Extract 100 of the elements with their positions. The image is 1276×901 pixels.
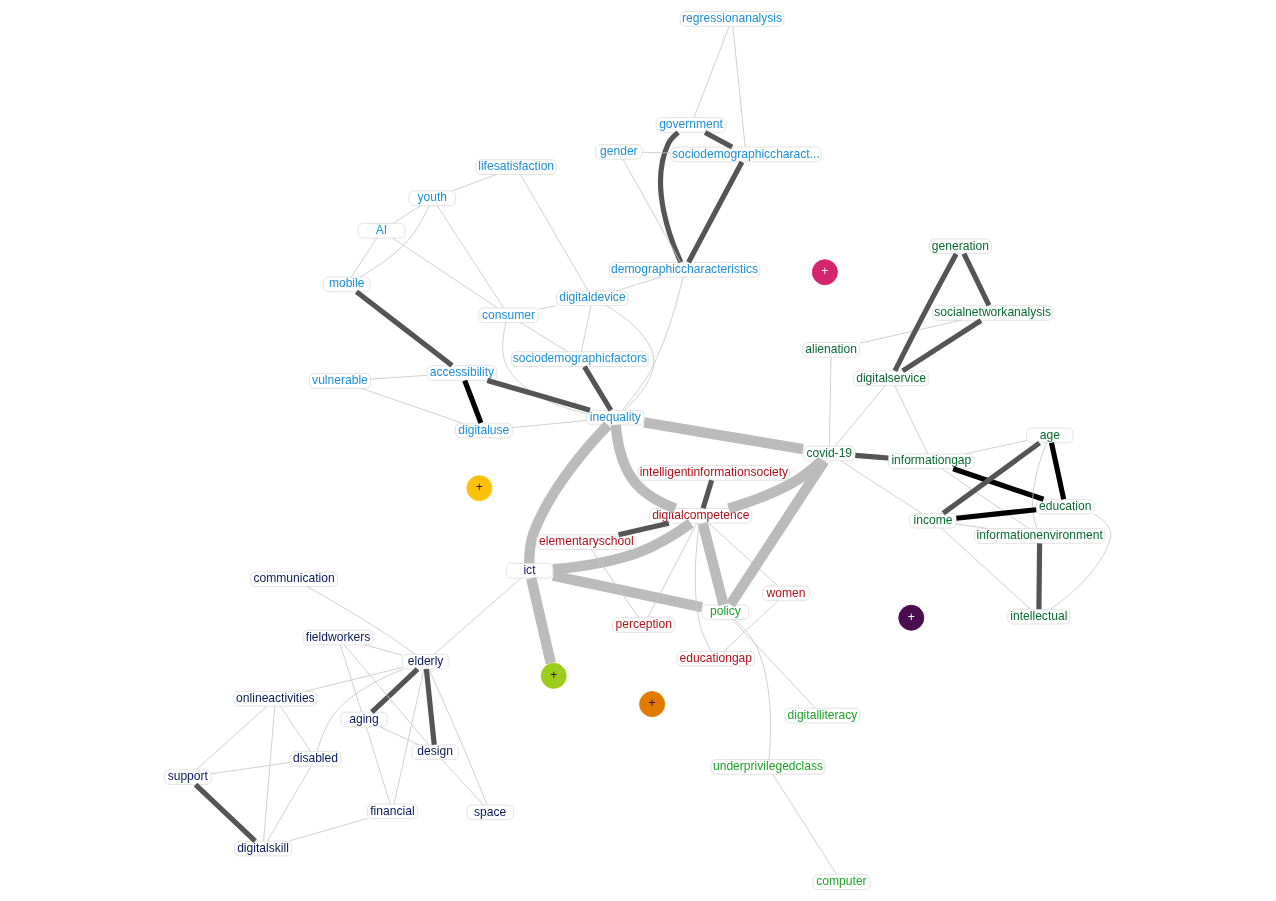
- node-box: digitalskill: [233, 840, 292, 857]
- connector: [657, 130, 683, 264]
- node-box: education: [1035, 498, 1095, 515]
- node-box: youth: [408, 190, 456, 206]
- connector: [359, 205, 430, 278]
- connector: [436, 205, 504, 309]
- node-box: sociodemographicfactors: [510, 351, 649, 367]
- connector: [964, 440, 1027, 455]
- connector: [195, 705, 268, 771]
- connector: [703, 130, 733, 150]
- connector: [486, 377, 591, 413]
- node-box: AI: [357, 222, 405, 239]
- node-box: lifesatisfaction: [475, 159, 557, 175]
- node-box: inequality: [585, 409, 644, 426]
- connector: [392, 205, 421, 224]
- node-circle: +: [897, 604, 924, 631]
- connector: [725, 458, 829, 608]
- connector: [1031, 442, 1047, 529]
- node-box: ict: [505, 562, 553, 579]
- connector: [961, 252, 991, 307]
- connector: [617, 520, 669, 538]
- connector: [511, 420, 587, 429]
- connector: [440, 759, 484, 806]
- connector: [615, 276, 661, 292]
- connector: [316, 668, 404, 752]
- connector: [379, 726, 419, 746]
- node-box: support: [163, 769, 212, 785]
- connector: [900, 318, 982, 374]
- connector: [552, 519, 694, 575]
- node-box: mobile: [322, 276, 370, 293]
- connector: [697, 522, 728, 606]
- connector: [771, 773, 837, 875]
- connector: [501, 322, 587, 414]
- connector: [700, 479, 714, 510]
- connector: [279, 705, 311, 752]
- node-box: intelligentinformationsociety: [637, 465, 790, 481]
- connector: [839, 460, 922, 514]
- connector: [641, 151, 671, 154]
- connector: [262, 705, 275, 842]
- connector: [423, 668, 437, 745]
- connector: [693, 26, 730, 118]
- node-box-text: socialnetworkanalysis: [931, 305, 1053, 321]
- connector: [590, 549, 639, 619]
- connector: [304, 667, 403, 692]
- connector: [433, 577, 521, 655]
- node-box: sociodemographiccharact...: [669, 146, 822, 163]
- connector: [951, 466, 1044, 502]
- node-box: alienation: [801, 342, 860, 358]
- node-box: regressionanalysis: [679, 11, 784, 27]
- connector: [581, 365, 613, 412]
- connector: [391, 237, 498, 309]
- connector: [731, 619, 816, 709]
- connector: [365, 726, 390, 805]
- connector: [525, 577, 556, 665]
- node-box: demographiccharacteristics: [608, 262, 760, 278]
- connector: [955, 523, 989, 529]
- node-box: women: [761, 585, 810, 602]
- node-box: income: [908, 512, 957, 529]
- node-circle: +: [540, 662, 567, 689]
- node-box: aging: [339, 711, 388, 728]
- connector: [685, 160, 744, 264]
- connector: [551, 570, 703, 613]
- node-box: elderly: [401, 653, 449, 670]
- connector: [350, 237, 377, 278]
- connector: [610, 424, 677, 514]
- node-box: underprivilegedclass: [710, 759, 825, 775]
- connector: [955, 507, 1036, 521]
- connector: [722, 600, 778, 652]
- node-box: educationgap: [676, 650, 755, 667]
- connector: [694, 523, 712, 652]
- node-box: generation: [928, 238, 992, 255]
- connector: [360, 388, 463, 424]
- connector: [519, 322, 568, 353]
- connector: [354, 289, 454, 368]
- connector: [428, 668, 488, 806]
- connector: [193, 782, 257, 843]
- connector: [1048, 442, 1066, 500]
- node-box: digitaluse: [454, 422, 513, 439]
- node-box: communication: [249, 571, 338, 588]
- connector: [537, 305, 557, 310]
- node-box: digitaldevice: [555, 290, 629, 307]
- node-box: covid-19: [802, 445, 856, 462]
- connector: [393, 668, 424, 805]
- connector: [523, 421, 612, 564]
- connector: [834, 385, 885, 447]
- connector: [731, 26, 746, 148]
- node-box: fieldworkers: [302, 629, 373, 646]
- connector: [854, 452, 889, 461]
- connector: [828, 356, 831, 447]
- connector: [892, 252, 958, 372]
- connector: [580, 305, 591, 353]
- node-box: onlineactivities: [233, 690, 317, 707]
- node-box: space: [465, 804, 514, 821]
- node-box: perception: [611, 617, 675, 633]
- node-box: computer: [812, 874, 870, 890]
- node-box: policy: [701, 604, 749, 620]
- node-box: digitalliteracy: [783, 707, 860, 724]
- node-circle: +: [638, 691, 665, 718]
- node-box: elementaryschool: [535, 534, 636, 550]
- connector: [339, 644, 362, 713]
